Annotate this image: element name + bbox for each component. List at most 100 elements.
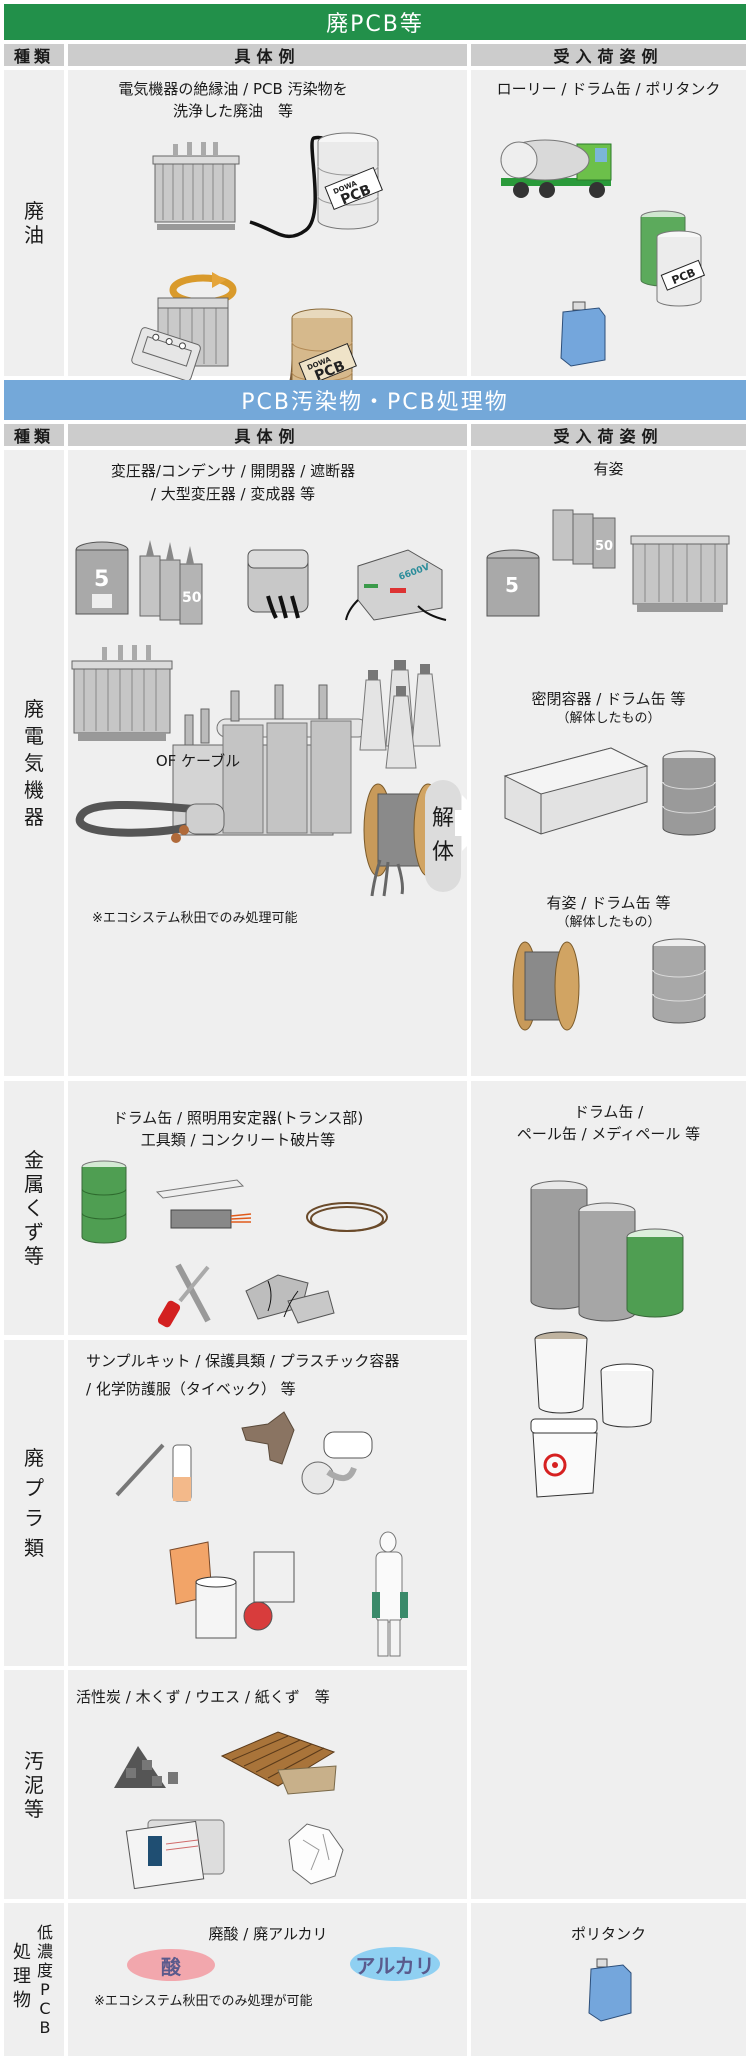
examples-line1: 活性炭 / 木くず / ウエス / 紙くず 等	[76, 1688, 330, 1706]
wood-pallet-icon	[220, 1731, 337, 1795]
examples-cell-low-concentration-pcb: 廃酸 / 廃アルカリ 酸 アルカリ ※エコシステム秋田でのみ処理が可能	[68, 1903, 467, 2056]
protective-suit-icon	[372, 1531, 408, 1657]
label-char: 等	[24, 1244, 44, 1268]
header-type: 種類	[4, 424, 64, 446]
green-drum-icon	[81, 1160, 127, 1244]
svg-text:50: 50	[182, 590, 202, 606]
poly-tank-icon	[560, 301, 606, 367]
arrow-stem	[455, 810, 465, 836]
label-char: P	[40, 1980, 50, 1999]
examples-cell-waste-plastics: サンプルキット / 保護具類 / プラスチック容器 / 化学防護服（タイベック）…	[68, 1340, 467, 1666]
forms-dismantled-note: （解体したもの）	[556, 711, 661, 726]
svg-text:50: 50	[595, 539, 613, 554]
acid-badge: 酸	[127, 1949, 215, 1981]
capacitor-icon: 50	[139, 540, 203, 625]
gloves-icon	[241, 1411, 295, 1465]
label-char: 属	[24, 1172, 44, 1196]
label-char: 物	[13, 1990, 31, 2011]
row-label-waste-plastics: 廃 プ ラ 類	[4, 1340, 64, 1666]
label-char: 度	[36, 1961, 53, 1980]
wire-coil-icon	[306, 1202, 388, 1232]
label-char: 濃	[36, 1942, 53, 1961]
medi-pail-biohazard-icon	[530, 1418, 598, 1498]
of-cable-icon	[75, 800, 225, 843]
cable-reel-icon	[512, 941, 580, 1031]
examples-line2: 洗浄した廃油 等	[172, 102, 293, 120]
label-char: 低	[36, 1923, 53, 1942]
label-char: 理	[13, 1966, 31, 1987]
examples-line2: / 大型変圧器 / 変成器 等	[150, 485, 316, 503]
label-char: 機	[24, 777, 44, 802]
tools-icon	[157, 1263, 211, 1328]
dismantle-label: 解 体	[425, 780, 461, 892]
forms-cell-waste-oil: ローリー / ドラム缶 / ポリタンク PCB	[471, 70, 746, 376]
capacitor-icon: 50	[552, 509, 616, 569]
examples-line1: ドラム缶 / 照明用安定器(トランス部)	[112, 1109, 364, 1127]
drums-group-icon	[530, 1180, 684, 1322]
examples-line1: 変圧器/コンデンサ / 開閉器 / 遮断器	[110, 462, 356, 480]
label-char: 汚	[24, 1748, 44, 1773]
label-char: プ	[24, 1476, 44, 1500]
header-forms: 受入荷姿例	[471, 44, 746, 66]
examples-line1: サンプルキット / 保護具類 / プラスチック容器	[86, 1352, 400, 1370]
forms-text: ローリー / ドラム缶 / ポリタンク	[496, 80, 721, 98]
forms-as-is-drum: 有姿 / ドラム缶 等	[546, 894, 671, 912]
examples-line2: 工具類 / コンクリート破片等	[140, 1131, 336, 1149]
forms-cell-shared: ドラム缶 / ペール缶 / メディペール 等	[471, 1081, 746, 1899]
sealed-container-icon	[503, 747, 649, 835]
ballast-icon	[155, 1179, 252, 1229]
pole-transformer-icon: 5	[75, 541, 129, 615]
examples-line1: 電気機器の絶縁油 / PCB 汚染物を	[118, 80, 348, 98]
transformer-icon	[152, 142, 240, 230]
svg-text:5: 5	[94, 567, 109, 592]
forms-as-is: 有姿	[593, 460, 624, 478]
label-char: B	[39, 2018, 51, 2037]
label-char: 類	[24, 1536, 44, 1560]
gray-drum-icon	[662, 750, 716, 836]
section-banner-pcb-contaminated: PCB汚染物・PCB処理物	[4, 380, 746, 420]
label-char: 金	[24, 1148, 44, 1172]
examples-cell-metal-scrap: ドラム缶 / 照明用安定器(トランス部) 工具類 / コンクリート破片等	[68, 1081, 467, 1335]
label-char: 泥	[24, 1772, 44, 1797]
sample-kit-icon	[115, 1443, 192, 1502]
poly-tank-icon	[588, 1958, 632, 2022]
examples-line1: 廃酸 / 廃アルカリ	[208, 1925, 328, 1943]
forms-cell-waste-electrical-equipment: 有姿 5 50 密閉容器 / ドラム缶 等 （解体したもの） 有姿 / ドラム缶…	[471, 450, 746, 1076]
forms-cell-low-concentration-pcb: ポリタンク	[471, 1903, 746, 2056]
header-examples: 具体例	[68, 44, 467, 66]
large-transformer-icon	[630, 535, 730, 612]
forms-sealed-container: 密閉容器 / ドラム缶 等	[531, 690, 686, 708]
examples-line2: / 化学防護服（タイベック） 等	[86, 1380, 296, 1398]
circuit-breaker-icon: 6600V	[345, 549, 447, 621]
label-char: く	[24, 1196, 44, 1220]
goggles-mask-icon	[301, 1431, 373, 1495]
label-char: 等	[24, 1796, 44, 1821]
label-char: 気	[24, 750, 44, 775]
label-char: 体	[431, 840, 454, 865]
label-char: ラ	[24, 1506, 44, 1530]
row-label-waste-oil: 廃 油	[4, 70, 64, 376]
alkali-badge: アルカリ	[350, 1947, 440, 1981]
row-label-low-concentration-pcb: 処 理 物 低 濃 度 P C B	[4, 1903, 64, 2056]
pail-cans-icon	[534, 1331, 654, 1428]
pcb-drum-white-icon: PCB	[656, 230, 706, 307]
transformer-disassembled-icon	[131, 297, 229, 382]
header-examples: 具体例	[68, 424, 467, 446]
switchgear-icon	[247, 549, 309, 619]
label-char: 廃	[24, 696, 44, 721]
section-banner-waste-pcb: 廃PCB等	[4, 4, 746, 40]
label-char: ず	[24, 1220, 44, 1244]
label-char: 解	[431, 806, 454, 831]
plastic-containers-icon	[169, 1541, 295, 1639]
insulator-bushings-icon	[359, 660, 441, 769]
label-char: 油	[24, 223, 44, 247]
header-type: 種類	[4, 44, 64, 66]
label-char: 処	[13, 1942, 31, 1963]
tank-lorry-icon	[500, 139, 612, 198]
cloth-rags-icon	[125, 1819, 225, 1890]
row-label-metal-scrap: 金 属 く ず 等	[4, 1081, 64, 1335]
forms-text: ポリタンク	[570, 1925, 646, 1943]
row-label-sludge: 汚 泥 等	[4, 1670, 64, 1899]
header-forms: 受入荷姿例	[471, 424, 746, 446]
